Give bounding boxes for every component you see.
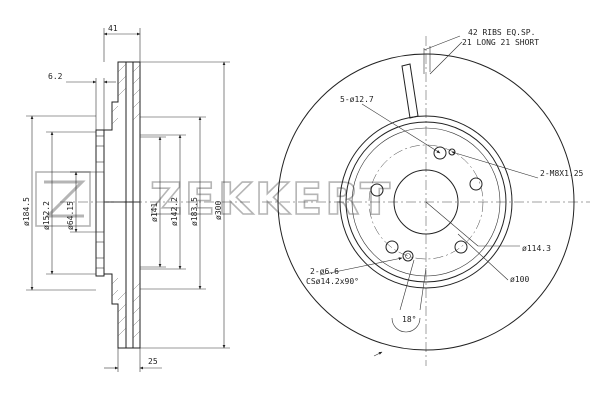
note-pcd: ø114.3 — [522, 244, 551, 253]
section-hatching — [111, 63, 141, 339]
pcd-circle — [368, 144, 484, 260]
bolt-hole — [433, 146, 447, 160]
dim-hat-thickness: 6.2 — [48, 72, 63, 81]
note-thread: 2-M8X1.25 — [540, 169, 584, 178]
dim-d-141: ø141 — [150, 203, 159, 222]
center-bore — [393, 169, 459, 235]
note-center-bore: ø100 — [510, 275, 529, 284]
dim-d-outer-left: ø184.5 — [22, 197, 31, 226]
front-view: 42 RIBS EQ.SP. 21 LONG 21 SHORT 5-ø12.7 … — [262, 28, 590, 366]
zekkert-logo-watermark: ZEKKERT — [35, 171, 393, 227]
bolt-hole — [469, 177, 483, 191]
dim-d-183: ø183.5 — [190, 197, 199, 226]
note-angle: 18° — [402, 315, 416, 324]
dim-d-outer: ø300 — [214, 201, 223, 220]
note-ribs-line2: 21 LONG 21 SHORT — [462, 38, 539, 47]
threaded-hole — [402, 250, 414, 262]
bolt-hole — [370, 183, 384, 197]
watermark-brand-text: ZEKKERT — [150, 174, 393, 225]
note-small-holes-1: 2-ø6.6 — [310, 267, 339, 276]
dim-pilot-width: 25 — [148, 357, 158, 366]
dim-d-hub: ø64.15 — [66, 201, 75, 230]
dim-d-152: ø152.2 — [42, 201, 51, 230]
note-ribs-line1: 42 RIBS EQ.SP. — [468, 28, 535, 37]
note-small-holes-2: CSø14.2x90° — [306, 277, 359, 286]
dim-d-142: ø142.2 — [170, 197, 179, 226]
bolt-hole — [385, 240, 399, 254]
dim-total-width: 41 — [108, 24, 118, 33]
note-bolt-holes: 5-ø12.7 — [340, 95, 374, 104]
disc-outer-circle — [277, 53, 575, 351]
hat-outer-circle — [339, 115, 513, 289]
rib-indicators — [401, 46, 431, 119]
bolt-hole — [454, 240, 468, 254]
side-section-view: 41 6.2 25 ø184.5 ø152.2 ø64.15 ø141 — [22, 24, 250, 372]
